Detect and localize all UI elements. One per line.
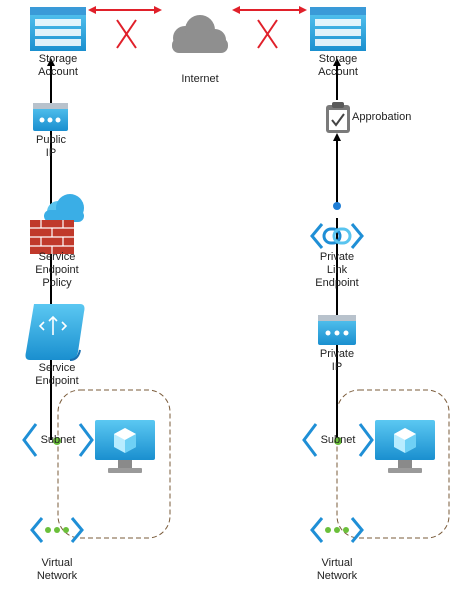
vnet-boundary-right — [336, 389, 450, 539]
subnet-label-left: Subnet — [40, 434, 76, 446]
virtual-network-icon-left — [30, 517, 84, 543]
subnet-icon-left — [22, 423, 94, 457]
internet-cloud-icon — [172, 15, 228, 53]
ple-label-line2: Link — [326, 264, 348, 276]
subnet-dot-left — [53, 437, 61, 445]
virtual-network-icon-right — [310, 517, 364, 543]
private-link-endpoint-label: Private Link Endpoint — [302, 251, 372, 290]
pip-label-line2: IP — [331, 361, 343, 373]
private-ip-label: Private IP — [302, 348, 372, 374]
storage-account-icon-left — [30, 7, 86, 51]
subnet-label-right: Subnet — [320, 434, 356, 446]
se-label-line1: Service — [38, 362, 76, 374]
vnet-boundary-left — [57, 389, 171, 539]
public-ip-label-line1: Public — [36, 134, 66, 146]
vnet-left-line1: Virtual — [41, 557, 73, 569]
storage-account-label-right: Storage Account — [318, 53, 358, 78]
ple-label-line1: Private — [319, 251, 355, 263]
vnet-left-line2: Network — [36, 570, 78, 582]
subnet-dot-right — [334, 437, 342, 445]
public-ip-label: Public IP — [26, 134, 76, 160]
service-endpoint-policy-label: Service Endpoint Policy — [22, 251, 92, 290]
service-endpoint-policy-icon — [30, 194, 84, 254]
blocked-x-icon-right — [257, 19, 278, 49]
storage-account-label-left: Storage Account — [38, 53, 78, 78]
virtual-machine-icon-right — [375, 420, 435, 473]
public-ip-icon — [33, 103, 68, 131]
vnet-right-line2: Network — [316, 570, 358, 582]
sep-label-line3: Policy — [42, 277, 72, 289]
public-ip-label-line2: IP — [45, 147, 57, 159]
pip-label-line1: Private — [319, 348, 355, 360]
virtual-network-label-left: Virtual Network — [22, 557, 92, 583]
service-endpoint-icon — [25, 304, 85, 361]
subnet-icon-right — [302, 423, 374, 457]
private-link-endpoint-icon — [310, 223, 364, 249]
private-ip-icon — [318, 315, 356, 345]
ple-label-line3: Endpoint — [315, 277, 359, 289]
virtual-network-label-right: Virtual Network — [302, 557, 372, 583]
virtual-machine-icon-left — [95, 420, 155, 473]
vnet-right-line1: Virtual — [321, 557, 353, 569]
blocked-x-icon-left — [116, 19, 137, 49]
sep-label-line2: Endpoint — [35, 264, 79, 276]
se-label-line2: Endpoint — [35, 375, 79, 387]
storage-account-icon-right — [310, 7, 366, 51]
approbation-icon — [326, 102, 350, 133]
service-endpoint-label: Service Endpoint — [22, 362, 92, 388]
approbation-label: Approbation — [352, 111, 412, 123]
private-link-dot — [333, 202, 341, 210]
internet-label: Internet — [181, 73, 219, 85]
sep-label-line1: Service — [38, 251, 76, 263]
